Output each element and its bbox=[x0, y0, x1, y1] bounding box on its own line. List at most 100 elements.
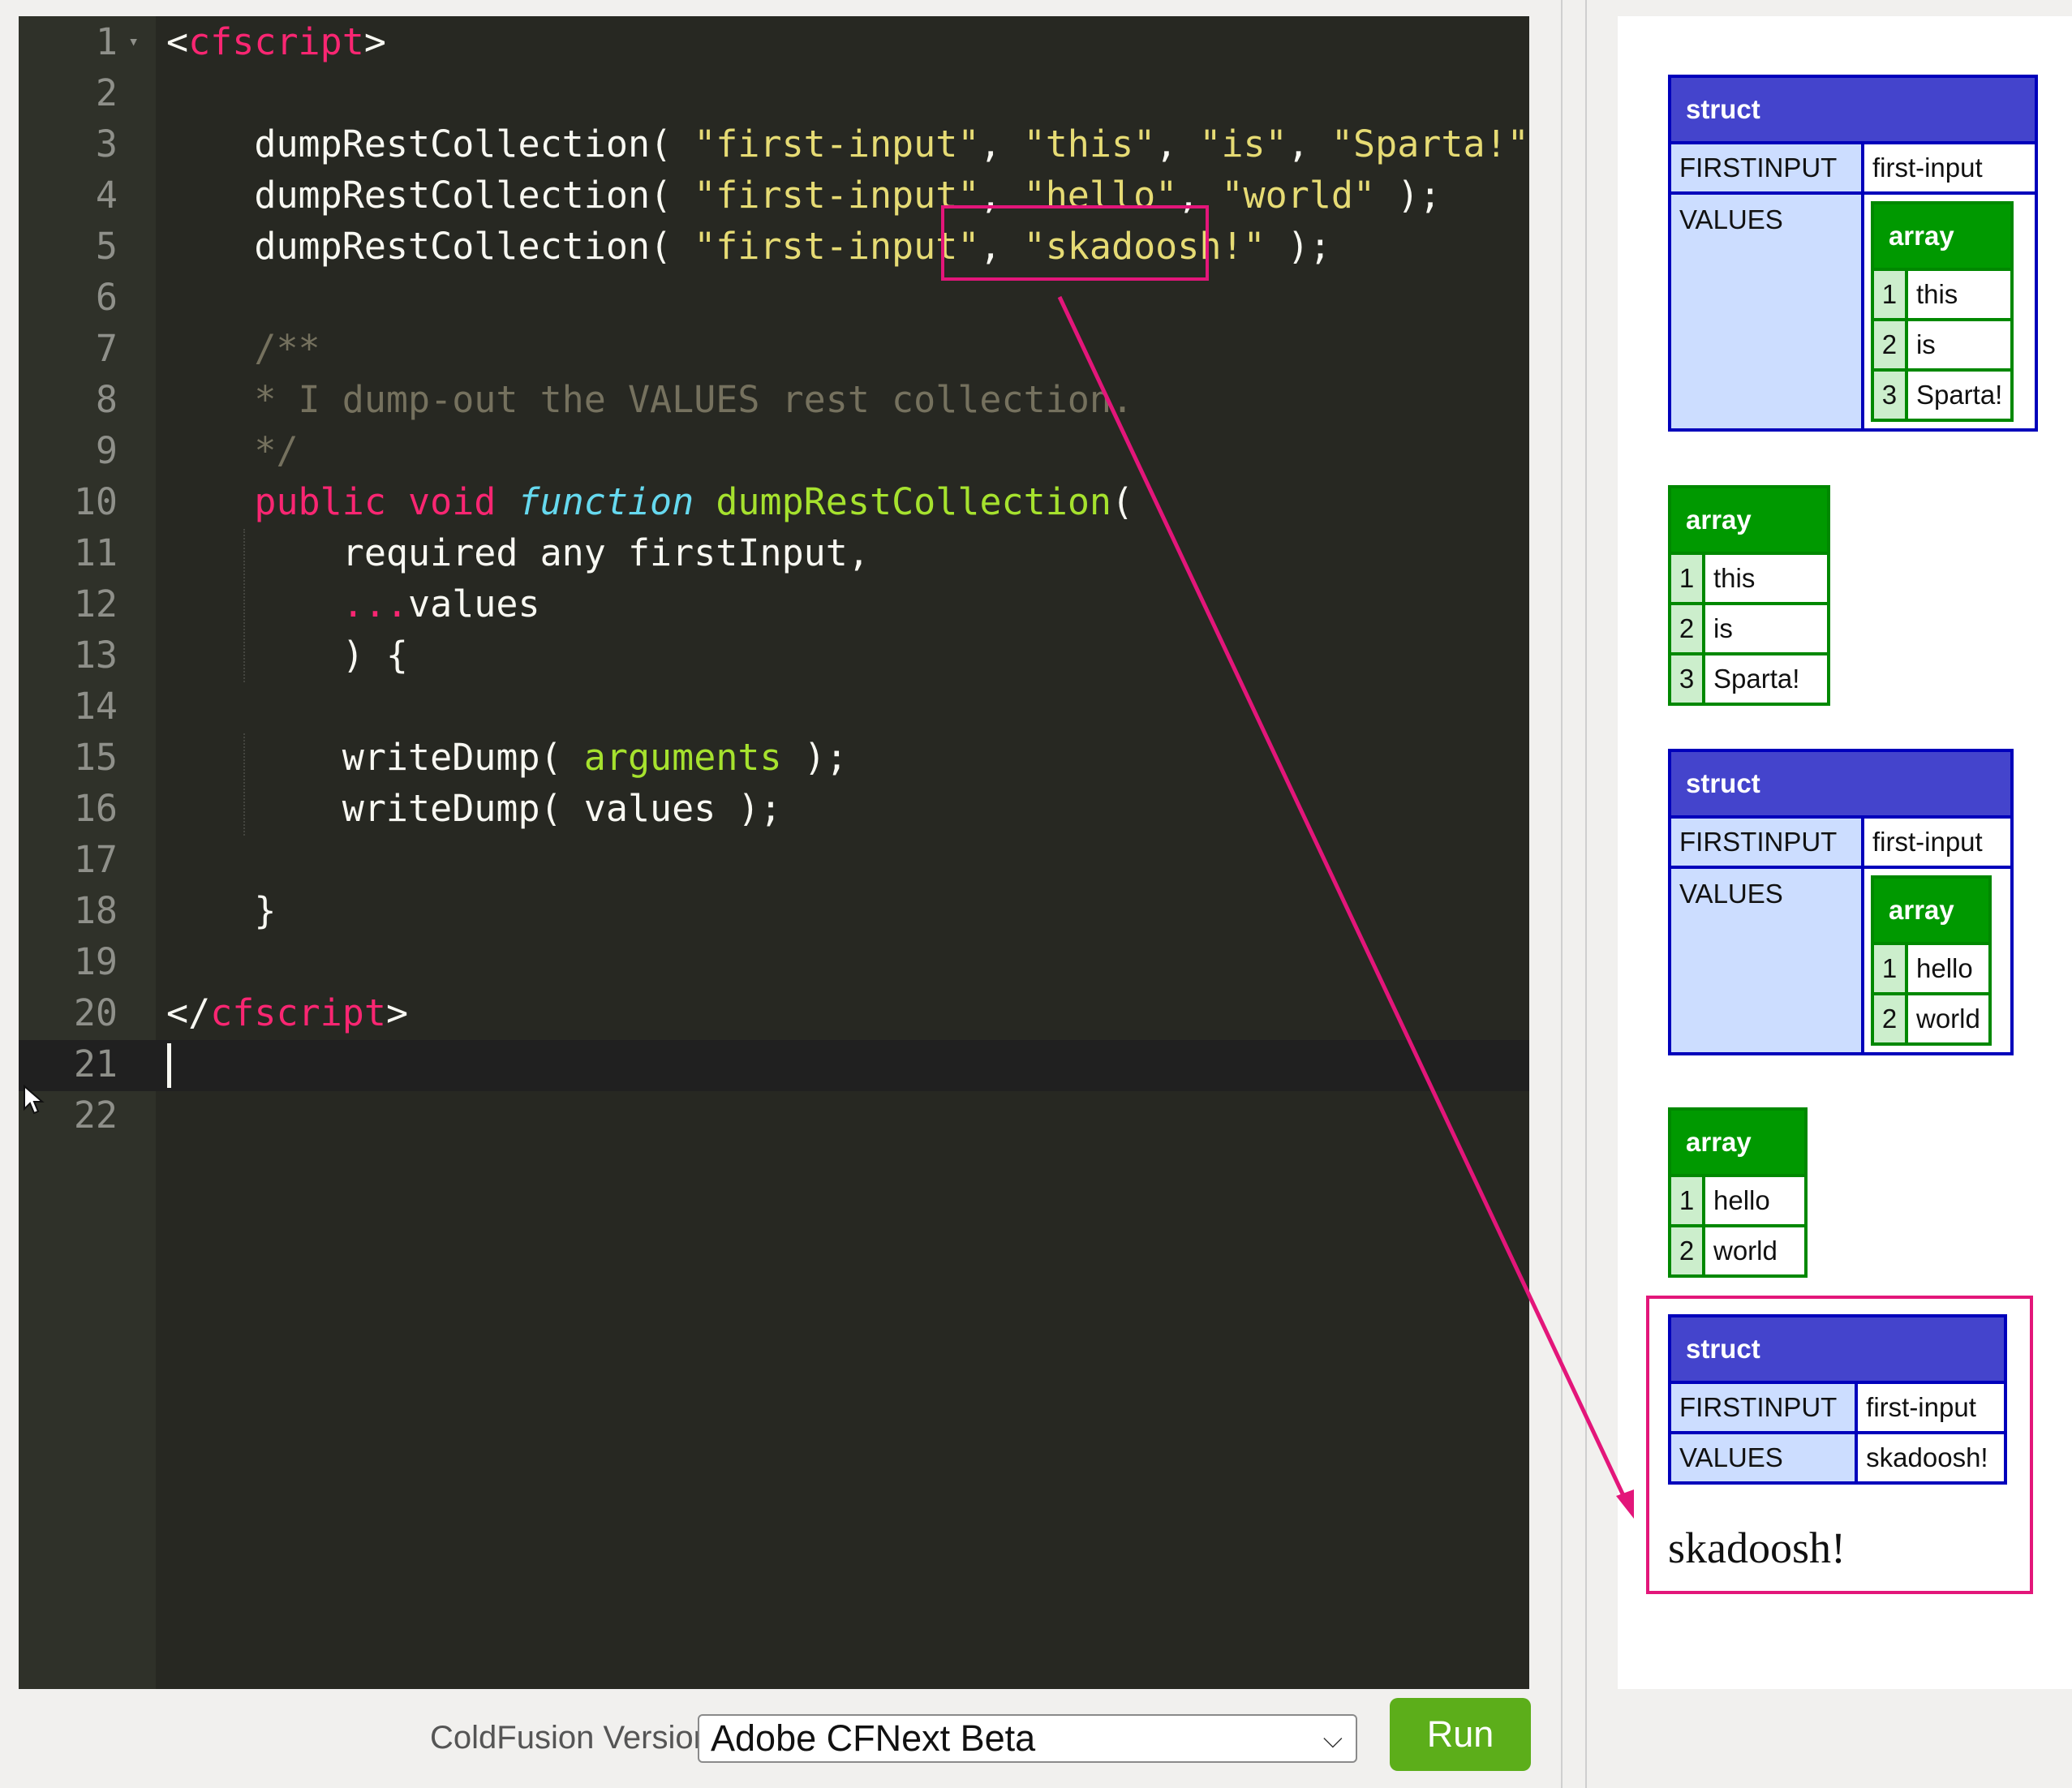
code-text: ) { bbox=[166, 634, 409, 677]
array-value: this bbox=[1907, 271, 2011, 318]
code-line[interactable]: 18 } bbox=[19, 885, 1529, 936]
run-button[interactable]: Run bbox=[1390, 1698, 1531, 1771]
array-value: is bbox=[1705, 605, 1827, 652]
code-line[interactable]: 22 bbox=[19, 1090, 1529, 1141]
line-number: 20 bbox=[73, 991, 118, 1034]
code-text: */ bbox=[166, 429, 299, 472]
line-number: 14 bbox=[73, 685, 118, 728]
code-text: writeDump( values ); bbox=[166, 787, 782, 830]
code-line[interactable]: 14 bbox=[19, 681, 1529, 732]
array-value: is bbox=[1907, 321, 2011, 368]
output-highlight-box bbox=[1646, 1296, 2033, 1594]
code-line[interactable]: 20 </cfscript> bbox=[19, 987, 1529, 1038]
line-number-gutter bbox=[19, 16, 156, 1689]
mouse-pointer-icon bbox=[24, 1085, 45, 1115]
struct-value: first-input bbox=[1864, 819, 2010, 866]
struct-key: VALUES bbox=[1671, 869, 1861, 1052]
pane-divider[interactable] bbox=[1561, 0, 1563, 1788]
line-number: 2 bbox=[95, 71, 118, 114]
active-line-highlight bbox=[19, 1040, 1529, 1091]
line-number: 8 bbox=[95, 378, 118, 421]
struct-header[interactable]: struct bbox=[1671, 1317, 2004, 1381]
code-line[interactable]: 16 writeDump( values ); bbox=[19, 783, 1529, 834]
code-text: public void function dumpRestCollection( bbox=[254, 480, 1134, 523]
code-text: dumpRestCollection( "first-input", "this… bbox=[166, 122, 1529, 165]
line-number: 6 bbox=[95, 276, 118, 319]
struct-key: VALUES bbox=[1671, 1434, 1855, 1481]
code-line[interactable]: 21 bbox=[19, 1038, 1529, 1090]
code-line[interactable]: 6 bbox=[19, 272, 1529, 323]
indent-guide bbox=[243, 733, 245, 836]
code-text: required any firstInput, bbox=[166, 531, 870, 574]
array-value: hello bbox=[1705, 1177, 1804, 1224]
code-line[interactable]: 8 * I dump-out the VALUES rest collectio… bbox=[19, 374, 1529, 425]
coldfusion-version-value: Adobe CFNext Beta bbox=[711, 1717, 1036, 1759]
code-highlight-box bbox=[941, 205, 1209, 281]
line-number: 17 bbox=[73, 838, 118, 881]
code-line[interactable]: 12 ...values bbox=[19, 578, 1529, 630]
code-line[interactable]: 7 /** bbox=[19, 323, 1529, 374]
struct-value: skadoosh! bbox=[1858, 1434, 2004, 1481]
code-line[interactable]: 17 bbox=[19, 834, 1529, 885]
fold-toggle-icon[interactable]: ▾ bbox=[128, 32, 140, 52]
line-number: 10 bbox=[73, 480, 118, 523]
line-number: 21 bbox=[73, 1042, 118, 1085]
code-text: <cfscript> bbox=[166, 20, 386, 63]
struct-header[interactable]: struct bbox=[1671, 78, 2035, 141]
code-line[interactable]: 1▾<cfscript> bbox=[19, 16, 1529, 67]
struct-key: VALUES bbox=[1671, 195, 1861, 428]
code-line[interactable]: 13 ) { bbox=[19, 630, 1529, 681]
code-line[interactable]: 9 */ bbox=[19, 425, 1529, 476]
array-header[interactable]: array bbox=[1874, 879, 1988, 942]
array-value: Sparta! bbox=[1907, 372, 2011, 419]
code-text: } bbox=[166, 889, 277, 932]
line-number: 13 bbox=[73, 634, 118, 677]
coldfusion-version-select[interactable]: Adobe CFNext Beta ⌵ bbox=[698, 1714, 1357, 1763]
code-text: dumpRestCollection( "first-input", "skad… bbox=[166, 225, 1331, 268]
text-cursor bbox=[167, 1043, 171, 1088]
line-number: 9 bbox=[95, 429, 118, 472]
struct-key: FIRSTINPUT bbox=[1671, 819, 1861, 866]
code-line[interactable]: 3 dumpRestCollection( "first-input", "th… bbox=[19, 118, 1529, 170]
line-number: 5 bbox=[95, 225, 118, 268]
code-line[interactable]: 10 public void function dumpRestCollecti… bbox=[19, 476, 1529, 527]
code-line[interactable]: 4 dumpRestCollection( "first-input", "he… bbox=[19, 170, 1529, 221]
array-header[interactable]: array bbox=[1671, 1111, 1804, 1174]
struct-value: first-input bbox=[1858, 1384, 2004, 1431]
struct-dump: struct FIRSTINPUT first-input VALUES arr… bbox=[1668, 749, 2014, 1055]
array-value: Sparta! bbox=[1705, 655, 1827, 703]
line-number: 12 bbox=[73, 582, 118, 625]
array-header[interactable]: array bbox=[1671, 488, 1827, 552]
array-header[interactable]: array bbox=[1873, 204, 2011, 268]
struct-key: FIRSTINPUT bbox=[1671, 144, 1861, 191]
line-number: 19 bbox=[73, 940, 118, 983]
line-number: 15 bbox=[73, 736, 118, 779]
struct-dump: struct FIRSTINPUT first-input VALUES ska… bbox=[1668, 1314, 2007, 1485]
code-line[interactable]: 15 writeDump( arguments ); bbox=[19, 732, 1529, 783]
struct-header[interactable]: struct bbox=[1671, 752, 2010, 815]
code-text: /** bbox=[166, 327, 320, 370]
plain-output-text: skadoosh! bbox=[1668, 1524, 1846, 1572]
struct-dump: struct FIRSTINPUT first-input VALUES arr… bbox=[1668, 75, 2038, 432]
chevron-down-icon: ⌵ bbox=[1322, 1724, 1343, 1753]
line-number: 3 bbox=[95, 122, 118, 165]
struct-value: first-input bbox=[1864, 144, 2035, 191]
code-line[interactable]: 19 bbox=[19, 936, 1529, 987]
array-value: hello bbox=[1908, 945, 1988, 992]
struct-key: FIRSTINPUT bbox=[1671, 1384, 1855, 1431]
line-number: 18 bbox=[73, 889, 118, 932]
code-text: </cfscript> bbox=[166, 991, 409, 1034]
code-line[interactable]: 2 bbox=[19, 67, 1529, 118]
array-value: this bbox=[1705, 555, 1827, 602]
line-number: 4 bbox=[95, 174, 118, 217]
line-number: 16 bbox=[73, 787, 118, 830]
code-line[interactable]: 5 dumpRestCollection( "first-input", "sk… bbox=[19, 221, 1529, 272]
code-line[interactable]: 11 required any firstInput, bbox=[19, 527, 1529, 578]
